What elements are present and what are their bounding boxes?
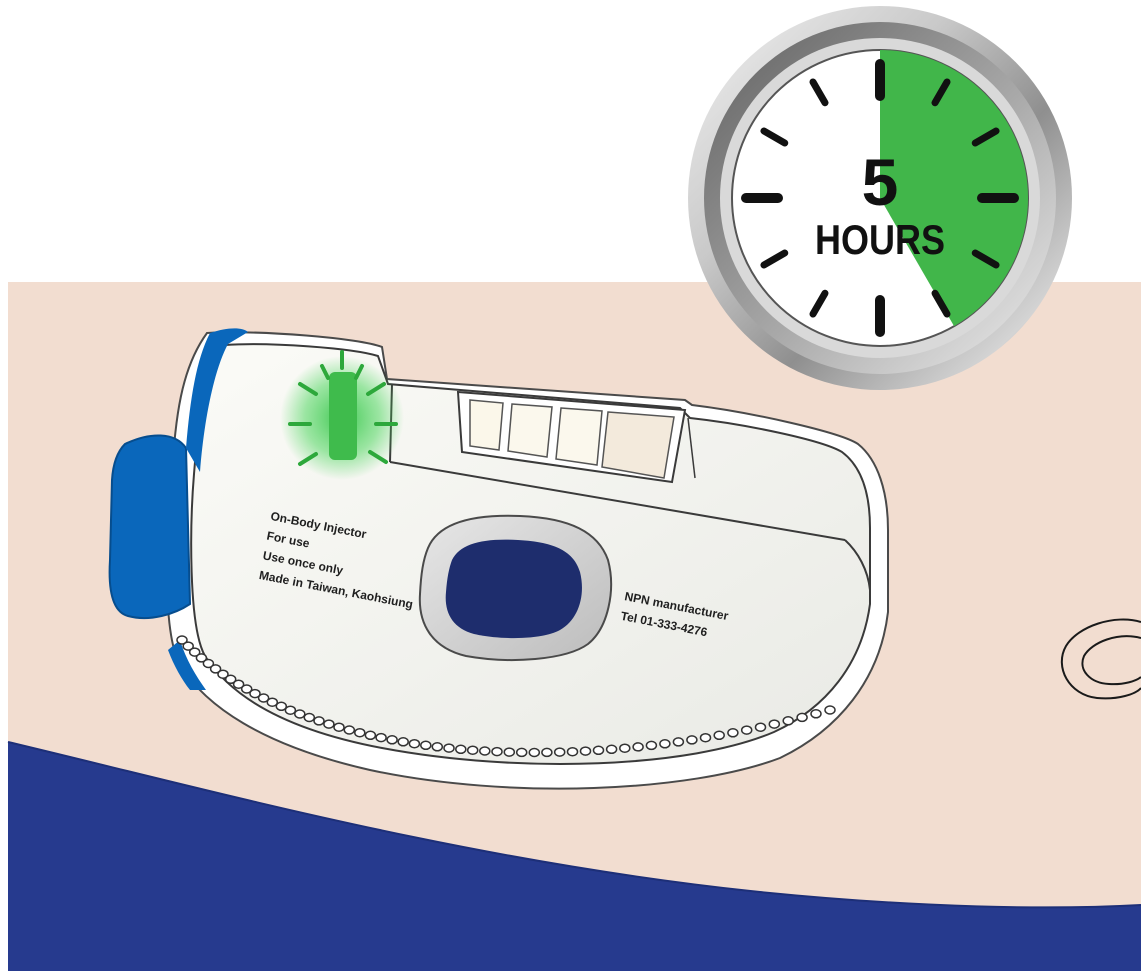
perforation-dot bbox=[594, 746, 604, 754]
perforation-dot bbox=[409, 740, 419, 748]
perforation-dot bbox=[555, 748, 565, 756]
perforation-dot bbox=[811, 710, 821, 718]
perforation-dot bbox=[756, 723, 766, 731]
perforation-dot bbox=[387, 736, 397, 744]
perforation-dot bbox=[633, 743, 643, 751]
perforation-dot bbox=[480, 747, 490, 755]
timer-label: HOURS bbox=[815, 216, 945, 263]
perforation-dot bbox=[355, 729, 365, 737]
perforation-dot bbox=[376, 734, 386, 742]
device-screen bbox=[420, 516, 611, 660]
perforation-dot bbox=[783, 717, 793, 725]
timer-icon: 5 HOURS bbox=[688, 6, 1072, 390]
perforation-dot bbox=[542, 748, 552, 756]
perforation-dot bbox=[324, 720, 334, 728]
perforation-dot bbox=[517, 748, 527, 756]
perforation-dot bbox=[620, 744, 630, 752]
perforation-dot bbox=[456, 745, 466, 753]
perforation-dot bbox=[797, 713, 807, 721]
perforation-dot bbox=[769, 720, 779, 728]
perforation-dot bbox=[344, 726, 354, 734]
perforation-dot bbox=[646, 741, 656, 749]
perforation-dot bbox=[468, 746, 478, 754]
perforation-dot bbox=[444, 744, 454, 752]
perforation-dot bbox=[673, 738, 683, 746]
perforation-dot bbox=[304, 714, 314, 722]
perforation-dot bbox=[568, 748, 578, 756]
perforation-dot bbox=[365, 731, 375, 739]
perforation-dot bbox=[701, 734, 711, 742]
perforation-dot bbox=[314, 717, 324, 725]
perforation-dot bbox=[421, 741, 431, 749]
perforation-dot bbox=[714, 731, 724, 739]
perforation-dot bbox=[581, 747, 591, 755]
perforation-dot bbox=[660, 740, 670, 748]
perforation-dot bbox=[492, 748, 502, 756]
timer-number: 5 bbox=[862, 145, 899, 219]
perforation-dot bbox=[432, 743, 442, 751]
perforation-dot bbox=[742, 726, 752, 734]
perforation-dot bbox=[728, 729, 738, 737]
perforation-dot bbox=[825, 706, 835, 714]
perforation-dot bbox=[529, 749, 539, 757]
perforation-dot bbox=[398, 738, 408, 746]
perforation-dot bbox=[285, 706, 295, 714]
perforation-dot bbox=[607, 745, 617, 753]
perforation-dot bbox=[295, 710, 305, 718]
perforation-dot bbox=[504, 748, 514, 756]
perforation-dot bbox=[687, 736, 697, 744]
perforation-dot bbox=[334, 723, 344, 731]
